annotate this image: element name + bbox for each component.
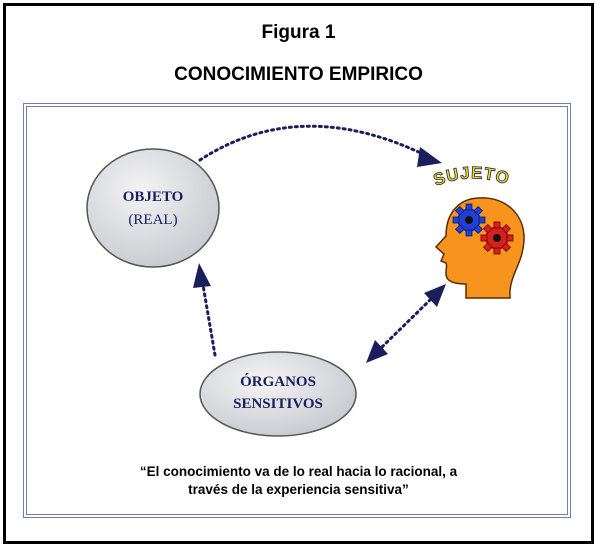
sujeto-label: SUJETO <box>430 163 511 190</box>
objeto-sublabel: (REAL) <box>128 212 177 228</box>
caption-quote: “El conocimiento va de lo real hacia lo … <box>40 463 557 499</box>
figure-title: CONOCIMIENTO EMPIRICO <box>174 64 423 85</box>
sujeto-label-group: SUJETO <box>430 163 512 190</box>
arrow-objeto-to-sujeto <box>198 124 442 167</box>
diagram-frame <box>23 103 571 518</box>
gear-icon <box>452 203 486 237</box>
arrow-organos-to-objeto <box>193 263 217 357</box>
organos-label: ÓRGANOS <box>240 373 316 390</box>
caption-line-1: “El conocimiento va de lo real hacia lo … <box>139 464 458 479</box>
objeto-label: OBJETO <box>123 189 184 205</box>
svg-text:SUJETO: SUJETO <box>431 163 512 190</box>
node-organos-sensitivos: ÓRGANOS SENSITIVOS <box>199 351 357 437</box>
figure-number: Figura 1 <box>261 22 336 43</box>
gear-icon <box>480 221 514 255</box>
arrow-organos-sujeto-bidirectional <box>366 284 446 363</box>
caption-line-2: través de la experiencia sensitiva” <box>188 482 409 497</box>
node-objeto: OBJETO (REAL) <box>86 148 220 268</box>
organos-sublabel: SENSITIVOS <box>233 396 323 412</box>
